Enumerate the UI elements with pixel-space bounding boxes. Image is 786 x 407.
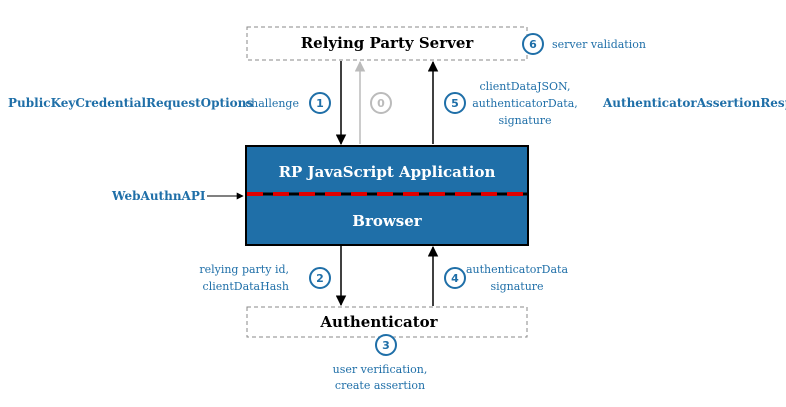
step-4: 4	[444, 267, 466, 289]
step-1-circle	[309, 92, 331, 114]
step-5-number: 5	[451, 97, 459, 110]
step-6: 6	[522, 33, 544, 55]
browser-label: Browser	[352, 212, 422, 230]
step-4-note-line-1: authenticatorData	[466, 263, 568, 276]
step-2: 2	[309, 267, 331, 289]
step-3-note-line-2: create assertion	[335, 379, 425, 392]
step-4-note-line-2: signature	[490, 280, 543, 293]
step-0-circle	[370, 92, 392, 114]
challenge-note: challenge	[245, 97, 299, 110]
step-0-number: 0	[377, 97, 385, 110]
authenticator-box: Authenticator	[246, 306, 528, 338]
webauthn-api-label: WebAuthnAPI	[111, 189, 206, 203]
step-2-note-line-1: relying party id,	[199, 263, 289, 276]
step-2-number: 2	[316, 272, 324, 285]
step-0: 0	[370, 92, 392, 114]
step-5-note-line-2: authenticatorData,	[472, 97, 578, 110]
step-5-note-line-3: signature	[498, 114, 551, 127]
rp-app-browser-box: RP JavaScript Application Browser	[245, 145, 529, 246]
public-key-credential-request-options-label: PublicKeyCredentialRequestOptions	[8, 96, 253, 110]
authenticator-label: Authenticator	[319, 313, 438, 331]
step-3-circle	[375, 334, 397, 356]
step-2-note-line-2: clientDataHash	[203, 280, 289, 293]
step-6-number: 6	[529, 38, 537, 51]
step-4-number: 4	[451, 272, 459, 285]
step-3: 3	[375, 334, 397, 356]
step-3-number: 3	[382, 339, 390, 352]
step-1: 1	[309, 92, 331, 114]
relying-party-server-label: Relying Party Server	[301, 34, 475, 52]
step-2-circle	[309, 267, 331, 289]
relying-party-server-box: Relying Party Server	[246, 26, 528, 61]
rp-javascript-application-label: RP JavaScript Application	[279, 163, 496, 181]
step-3-note-line-1: user verification,	[333, 363, 428, 376]
step-5: 5	[444, 92, 466, 114]
step-4-circle	[444, 267, 466, 289]
step-5-note-line-1: clientDataJSON,	[480, 80, 571, 93]
step-6-circle	[522, 33, 544, 55]
authenticator-assertion-response-label: AuthenticatorAssertionResponse	[602, 96, 786, 110]
step-1-number: 1	[316, 97, 324, 110]
step-5-circle	[444, 92, 466, 114]
server-validation-note: server validation	[552, 38, 646, 51]
